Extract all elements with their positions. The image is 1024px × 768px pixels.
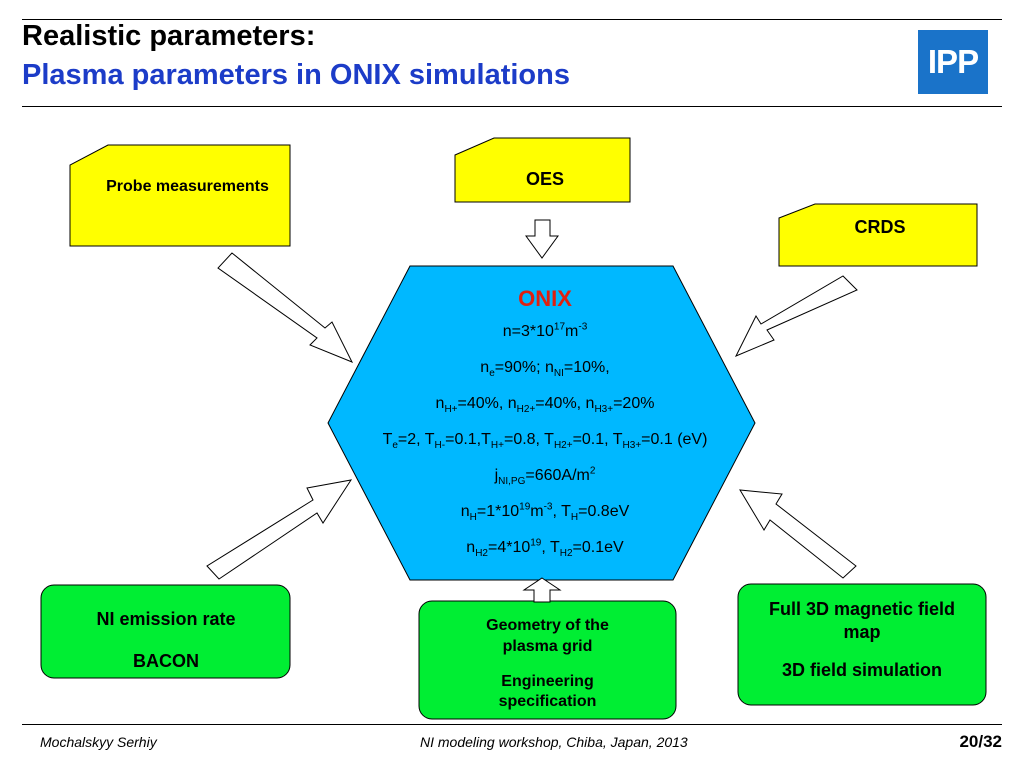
arrow-probe-icon: [217, 252, 354, 363]
ni-emission-label: NI emission rate BACON: [96, 609, 236, 671]
arrow-geometry-up-icon: [522, 577, 562, 603]
slide-subtitle: Plasma parameters in ONIX simulations: [22, 59, 570, 91]
probe-box: [69, 144, 291, 247]
onix-hydrogen-atoms: nH=1*1019m-3, TH=0.8eV: [460, 501, 630, 524]
arrow-magnetic-icon: [739, 489, 857, 579]
oes-box: [454, 137, 631, 203]
footer-event: NI modeling workshop, Chiba, Japan, 2013: [420, 734, 688, 750]
oes-label: OES: [525, 169, 564, 189]
onix-hexagon: [327, 265, 756, 581]
probe-label: Probe measurements: [106, 178, 269, 195]
footer-author: Mochalskyy Serhiy: [40, 734, 157, 750]
onix-electron-fraction: ne=90%; nNI=10%,: [480, 359, 610, 380]
crds-label: CRDS: [854, 217, 906, 237]
onix-parameters: ONIX n=3*1017m-3 ne=90%; nNI=10%, nH+=40…: [330, 284, 760, 566]
geometry-label: Geometry of the plasma grid Engineering …: [486, 617, 609, 711]
arrow-ni-icon: [206, 479, 353, 580]
magnetic-label: Full 3D magnetic field map 3D field simu…: [768, 599, 956, 680]
onix-ion-fractions: nH+=40%, nH2+=40%, nH3+=20%: [435, 395, 655, 416]
ni-emission-box: [40, 584, 291, 679]
arrow-crds-icon: [734, 275, 858, 357]
onix-hydrogen-molecules: nH2=4*1019, TH2=0.1eV: [466, 537, 624, 560]
magnetic-box: [737, 583, 987, 706]
onix-temperatures: Te=2, TH-=0.1,TH+=0.8, TH2+=0.1, TH3+=0.…: [382, 431, 708, 452]
slide-title: Realistic parameters:: [22, 20, 316, 52]
footer-rule: [22, 724, 1002, 725]
page-number: 20/32: [959, 732, 1002, 751]
onix-current-density: jNI,PG=660A/m2: [494, 465, 596, 488]
header-rule: [22, 106, 1002, 107]
onix-title: ONIX: [518, 286, 572, 311]
top-rule: [22, 19, 1002, 20]
ipp-logo: IPP: [918, 30, 988, 94]
crds-box: [778, 203, 978, 267]
onix-density: n=3*1017m-3: [502, 321, 588, 340]
arrow-oes-down-icon: [525, 219, 559, 259]
